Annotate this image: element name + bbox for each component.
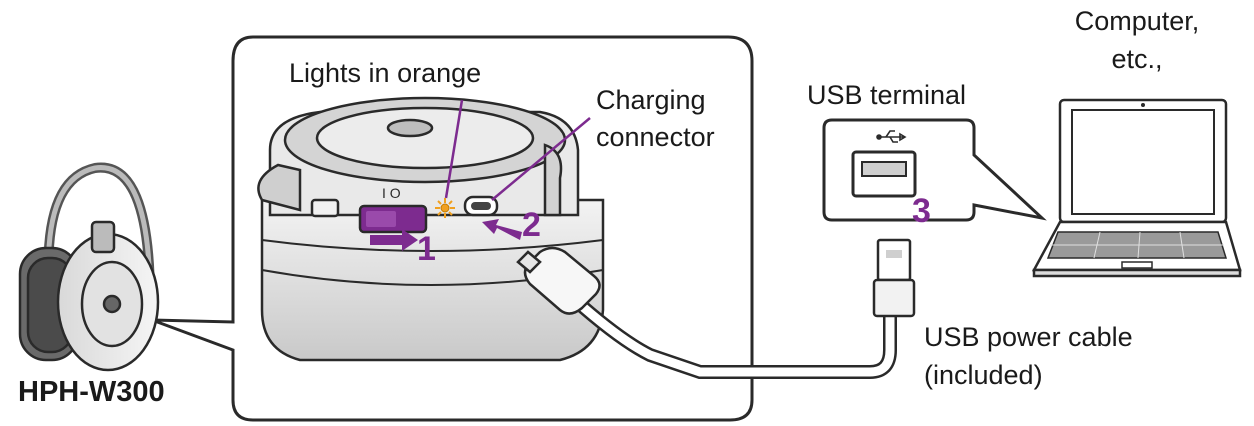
usb-c-plug [516,246,601,315]
usb-terminal-callout [822,118,1047,222]
usb-a-plug [872,238,916,318]
label-charging-line2: connector [596,122,715,152]
label-charging-line1: Charging [596,85,706,115]
step-number-1: 1 [417,230,436,268]
leader-lines [444,99,591,201]
earcup-illustration: I O [257,96,605,362]
label-lights-in-orange: Lights in orange [289,58,482,88]
label-cable-line1: USB power cable [924,322,1133,352]
step-number-2: 2 [522,206,541,244]
headphones-icon [18,162,160,372]
svg-text:I O: I O [382,185,401,201]
step-number-3: 3 [912,192,931,230]
usb-cable [570,294,897,379]
led-indicator-icon [435,198,455,218]
label-model-name: HPH-W300 [18,376,165,408]
label-computer-line2: etc., [1111,44,1163,74]
label-computer-line1: Computer, [1074,6,1200,36]
label-cable-line2: (included) [924,360,1043,390]
label-usb-terminal: USB terminal [807,80,967,110]
usb-symbol-icon [876,130,907,143]
laptop-icon [1031,98,1242,278]
